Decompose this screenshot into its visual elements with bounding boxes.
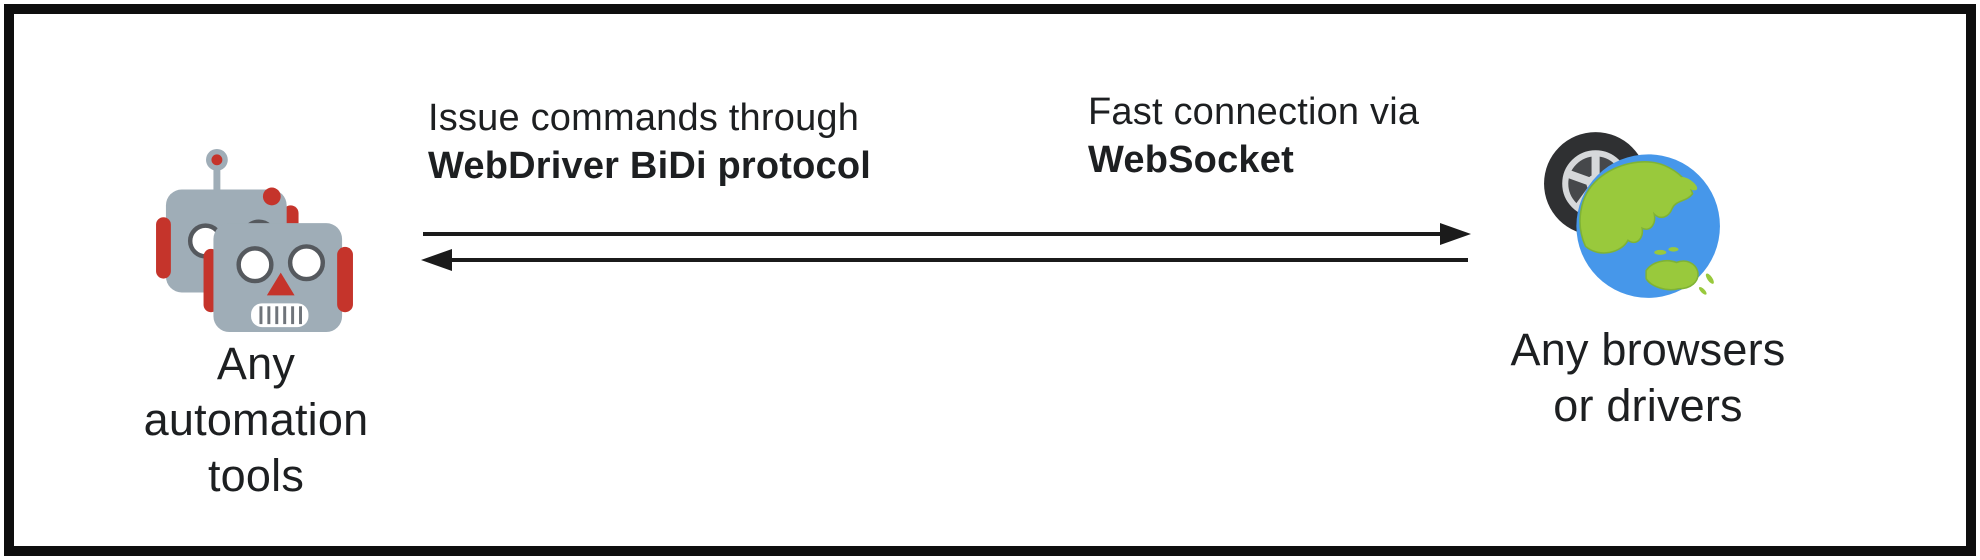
response-label-regular: Fast connection via bbox=[1088, 91, 1420, 133]
request-label-bold: WebDriver BiDi protocol bbox=[428, 145, 872, 187]
request-arrow-label: Issue commands through WebDriver BiDi pr… bbox=[428, 94, 871, 190]
left-arrow bbox=[421, 249, 1468, 271]
response-label-bold: WebSocket bbox=[1088, 139, 1294, 181]
left-caption-line-1: Any bbox=[216, 338, 296, 389]
right-caption-line-2: or drivers bbox=[1553, 380, 1743, 431]
robot-heads-icon bbox=[156, 148, 353, 333]
right-node-caption: Any browsers or drivers bbox=[1448, 322, 1848, 434]
left-node-caption: Any automation tools bbox=[96, 336, 416, 504]
bidirectional-arrows bbox=[421, 223, 1471, 271]
right-arrow bbox=[423, 223, 1471, 245]
wheel-globe-icon bbox=[1544, 132, 1720, 298]
left-caption-line-2: automation bbox=[143, 394, 369, 445]
left-caption-line-3: tools bbox=[207, 450, 305, 501]
right-caption-line-1: Any browsers bbox=[1510, 324, 1786, 375]
response-arrow-label: Fast connection via WebSocket bbox=[1088, 88, 1419, 184]
request-label-regular: Issue commands through bbox=[428, 97, 860, 139]
globe-icon bbox=[1576, 154, 1720, 298]
